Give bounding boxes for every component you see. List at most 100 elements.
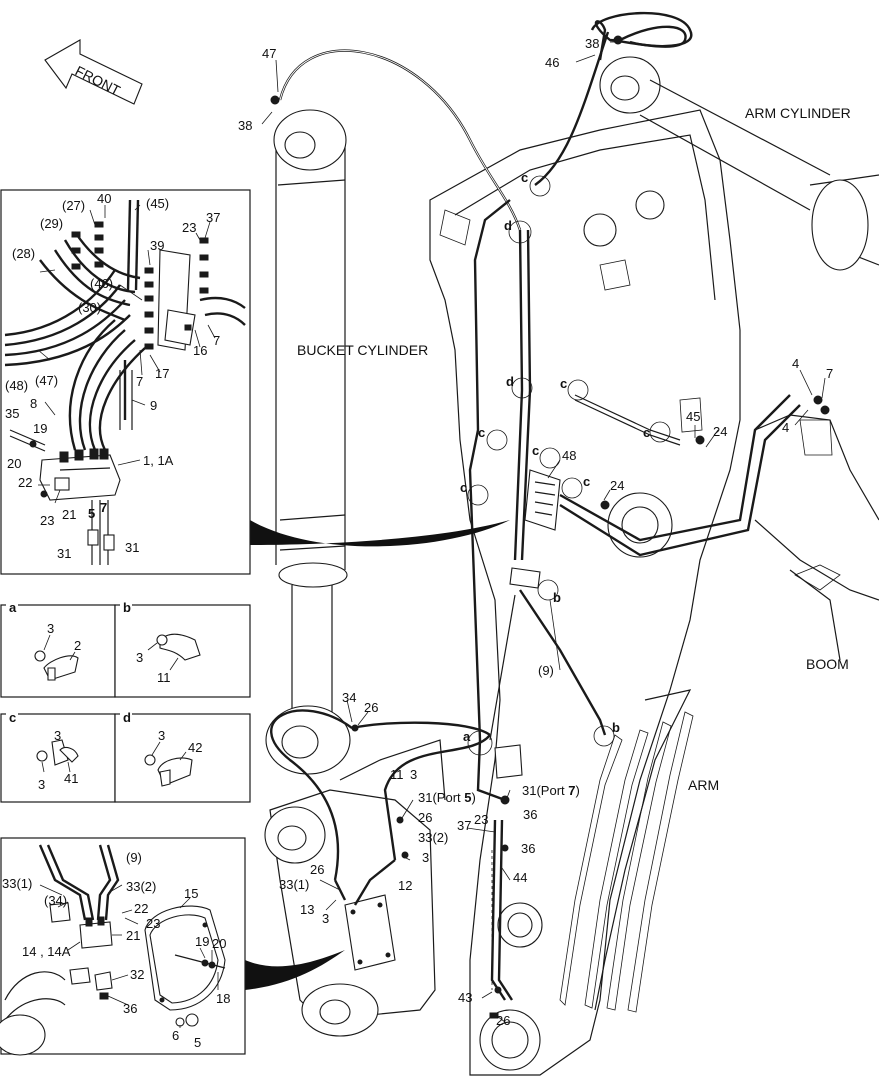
- port-number: 7: [100, 500, 107, 515]
- part-label: 19: [33, 421, 47, 436]
- part-label: 37: [206, 210, 220, 225]
- part-label: 8: [30, 396, 37, 411]
- arm-bracket: [494, 744, 523, 779]
- part-label: 26: [496, 1013, 510, 1028]
- distribution-block: [509, 469, 561, 589]
- inset-top-labels: (27) 40 (45) 37 (29) 23 (28) 39 (46) (30…: [5, 191, 220, 561]
- part-label: 11: [157, 670, 171, 685]
- part-label: 23: [182, 220, 196, 235]
- boom-label: BOOM: [806, 656, 849, 672]
- part-label: 20: [212, 936, 226, 951]
- inset-d: [114, 709, 251, 803]
- part-label: (29): [40, 216, 63, 231]
- part-label: 38: [238, 118, 252, 133]
- part-label: 24: [610, 478, 624, 493]
- part-label: (30): [78, 300, 101, 315]
- part-label: 15: [184, 886, 198, 901]
- part-label: 26: [364, 700, 378, 715]
- port-5-label: 31(Port 5): [418, 790, 476, 805]
- part-label: (9): [538, 663, 554, 678]
- part-label: 20: [7, 456, 21, 471]
- part-label: 22: [18, 475, 32, 490]
- part-label: 19: [195, 934, 209, 949]
- part-label: 5: [194, 1035, 201, 1050]
- part-label: 23: [40, 513, 54, 528]
- part-label: (48): [5, 378, 28, 393]
- part-label: 6: [172, 1028, 179, 1043]
- part-label: 3: [47, 621, 54, 636]
- boom-structure: [754, 414, 879, 661]
- part-label: 42: [188, 740, 202, 755]
- callout-letter: c: [521, 170, 528, 185]
- callout-letter: c: [460, 480, 467, 495]
- callout-letter: c: [560, 376, 567, 391]
- part-label: 45: [686, 409, 700, 424]
- arm-cylinder: [639, 79, 879, 271]
- hose-lines: [270, 11, 801, 1001]
- part-label: (45): [146, 196, 169, 211]
- part-label: 26: [310, 862, 324, 877]
- part-label: 41: [64, 771, 78, 786]
- part-label: 2: [74, 638, 81, 653]
- part-label: 44: [513, 870, 527, 885]
- part-label: 38: [585, 36, 599, 51]
- part-label: 13: [300, 902, 314, 917]
- callout-letter: d: [504, 218, 512, 233]
- bucket-cylinder: [265, 109, 351, 775]
- part-label: 21: [62, 507, 76, 522]
- part-label: 3: [322, 911, 329, 926]
- part-label: 3: [410, 767, 417, 782]
- part-label: 23: [474, 812, 488, 827]
- arm-cylinder-label: ARM CYLINDER: [745, 105, 851, 121]
- part-label: 16: [193, 343, 207, 358]
- part-label: 36: [123, 1001, 137, 1016]
- part-label: 14 , 14A: [22, 944, 71, 959]
- inset-bottom: [0, 837, 246, 1056]
- part-label: (28): [12, 246, 35, 261]
- part-label: (9): [126, 850, 142, 865]
- inset-letter: d: [123, 710, 131, 725]
- part-label: 43: [458, 990, 472, 1005]
- part-label: 4: [782, 420, 789, 435]
- part-label: 32: [130, 967, 144, 982]
- part-label: 37: [457, 818, 471, 833]
- part-label: 26: [418, 810, 432, 825]
- callout-letter: c: [643, 425, 650, 440]
- inset-top: [0, 189, 251, 575]
- part-label: 3: [422, 850, 429, 865]
- arm-structure: [429, 56, 741, 1076]
- part-label: 21: [126, 928, 140, 943]
- main-part-labels: 47 38 38 46 4 7 4 45 24 48 24 (9) 34 26 …: [238, 36, 833, 1028]
- part-label: 48: [562, 448, 576, 463]
- part-label: (47): [35, 373, 58, 388]
- leader-lines: [261, 41, 826, 1023]
- callout-letter: c: [583, 474, 590, 489]
- part-label: 17: [155, 366, 169, 381]
- part-label: 35: [5, 406, 19, 421]
- inset-c: [0, 709, 116, 803]
- inset-b: [114, 600, 251, 698]
- bucket-cylinder-label: BUCKET CYLINDER: [297, 342, 428, 358]
- part-label: 33(2): [418, 830, 448, 845]
- part-label: 3: [38, 777, 45, 792]
- part-label: 33(1): [2, 876, 32, 891]
- callout-letter: b: [612, 720, 620, 735]
- callout-letter: c: [478, 425, 485, 440]
- part-label: 22: [134, 901, 148, 916]
- part-label: (27): [62, 198, 85, 213]
- callout-letter: d: [506, 374, 514, 389]
- part-label: 18: [216, 991, 230, 1006]
- inset-pointer-top: [250, 520, 510, 547]
- part-label: 46: [545, 55, 559, 70]
- part-label: 31: [57, 546, 71, 561]
- part-label: 11: [390, 767, 404, 782]
- fittings: [270, 35, 830, 1019]
- front-arrow-icon: [44, 39, 143, 105]
- part-label: 3: [158, 728, 165, 743]
- part-label: (34): [44, 893, 67, 908]
- bucket-link: [264, 739, 446, 1037]
- callout-letter: c: [532, 443, 539, 458]
- part-label: 31: [125, 540, 139, 555]
- part-label: 34: [342, 690, 356, 705]
